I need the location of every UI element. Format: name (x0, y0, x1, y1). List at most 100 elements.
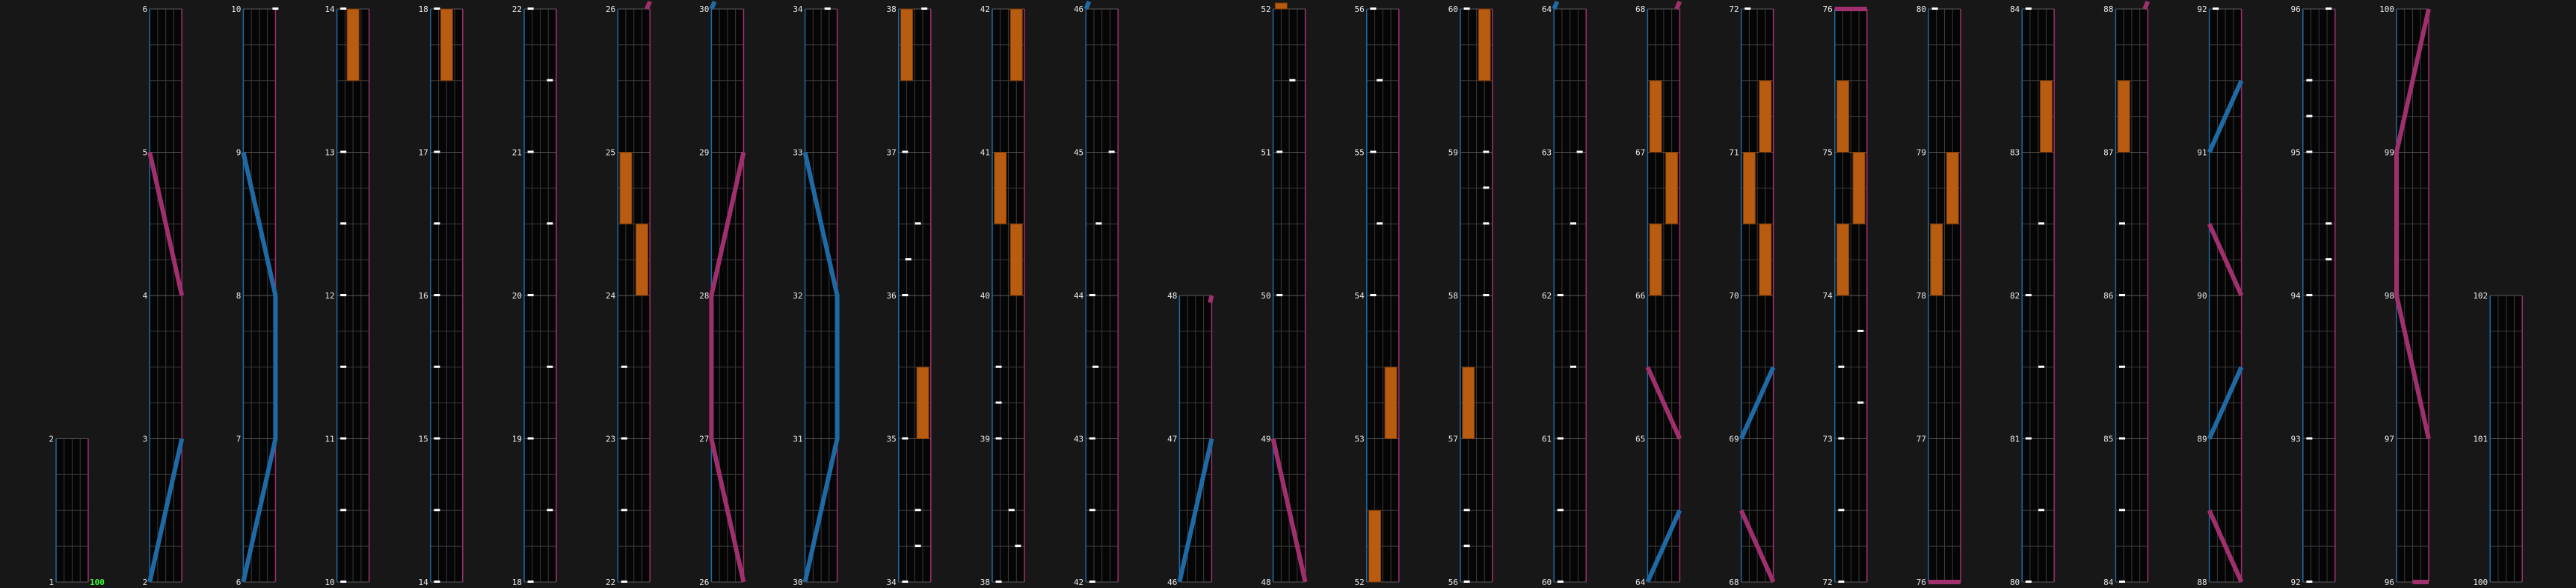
tap-note (2213, 7, 2219, 10)
measure-number: 7 (236, 435, 242, 444)
measure-number: 90 (2197, 291, 2207, 301)
tap-note (547, 222, 553, 225)
tap-note (1463, 581, 1470, 583)
tap-note (1089, 294, 1095, 296)
measure-number: 85 (2103, 435, 2113, 444)
measure-number: 72 (1823, 578, 1833, 587)
tap-note (1857, 401, 1864, 404)
hold-note (1649, 223, 1662, 296)
hold-note (1274, 2, 1288, 10)
tap-note (2038, 365, 2044, 368)
measure-number: 75 (1823, 148, 1833, 158)
tap-note (1463, 545, 1470, 548)
tap-note (1483, 222, 1490, 225)
hold-note (1649, 80, 1662, 153)
tap-note (995, 401, 1002, 404)
measure-number: 60 (1448, 4, 1458, 14)
blue-slide (709, 0, 717, 10)
measure-number: 66 (1635, 291, 1645, 301)
tap-note (902, 294, 909, 296)
measure-number: 88 (2197, 578, 2207, 587)
measure-number: 101 (2473, 435, 2488, 444)
measure-number: 96 (2291, 4, 2301, 14)
measure-number: 58 (1448, 291, 1458, 301)
tap-note (2306, 79, 2313, 82)
tap-note (340, 7, 347, 10)
measure-number: 83 (2010, 148, 2020, 158)
tap-note (2025, 437, 2032, 440)
measure-number: 11 (325, 435, 334, 444)
measure-number: 21 (512, 148, 522, 158)
measure-number: 41 (980, 148, 990, 158)
measure-number: 88 (2103, 4, 2113, 14)
tap-note (1276, 294, 1283, 296)
measure-number: 32 (793, 291, 802, 301)
measure-number: 100 (2379, 4, 2394, 14)
measure-number: 65 (1635, 435, 1645, 444)
measure-number: 71 (1729, 148, 1739, 158)
tap-note (2306, 114, 2313, 117)
tap-note (1557, 509, 1564, 512)
tap-note (1377, 79, 1383, 82)
measure-number: 68 (1635, 4, 1645, 14)
tap-note (905, 258, 912, 261)
hold-note (1009, 8, 1023, 82)
tap-note (434, 365, 440, 368)
tap-note (1463, 7, 1470, 10)
measure-number: 19 (512, 435, 522, 444)
measure-number: 13 (325, 148, 334, 158)
measure-number: 54 (1355, 291, 1365, 301)
measure-number: 42 (980, 4, 990, 14)
measure-number: 31 (793, 435, 802, 444)
measure-number: 61 (1542, 435, 1552, 444)
tap-note (527, 7, 534, 10)
tap-note (340, 581, 347, 583)
measure-number: 49 (1261, 435, 1270, 444)
tap-note (2119, 581, 2125, 583)
measure-number: 10 (231, 4, 241, 14)
measure-number: 40 (980, 291, 990, 301)
pink-slide (2394, 8, 2431, 440)
blue-slide (2207, 366, 2244, 440)
tap-note (434, 222, 440, 225)
hold-note (346, 8, 360, 82)
tap-note (1570, 222, 1576, 225)
measure-number: 77 (1916, 435, 1926, 444)
measure-number: 81 (2010, 435, 2020, 444)
measure-number: 84 (2010, 4, 2020, 14)
measure-number: 72 (1729, 4, 1739, 14)
measure-number: 92 (2197, 4, 2207, 14)
measure-number: 17 (419, 148, 428, 158)
tap-note (621, 365, 627, 368)
measure-number: 55 (1355, 148, 1365, 158)
hold-note (994, 152, 1007, 224)
measure-number: 80 (2010, 578, 2020, 587)
tap-note (1483, 150, 1490, 153)
tap-note (1557, 581, 1564, 583)
score-label: 100 (90, 578, 105, 587)
tap-note (340, 437, 347, 440)
measure-number: 1 (49, 578, 54, 587)
blue-slide (802, 151, 840, 583)
tap-note (527, 437, 534, 440)
hold-note (1384, 367, 1398, 439)
tap-note (2119, 365, 2125, 368)
measure-number: 23 (606, 435, 615, 444)
tap-note (902, 581, 909, 583)
tap-note (1089, 437, 1095, 440)
tap-note (914, 545, 921, 548)
hold-note (1852, 152, 1866, 224)
hold-note (1665, 152, 1679, 224)
tap-note (2306, 437, 2313, 440)
hold-note (1759, 80, 1772, 153)
